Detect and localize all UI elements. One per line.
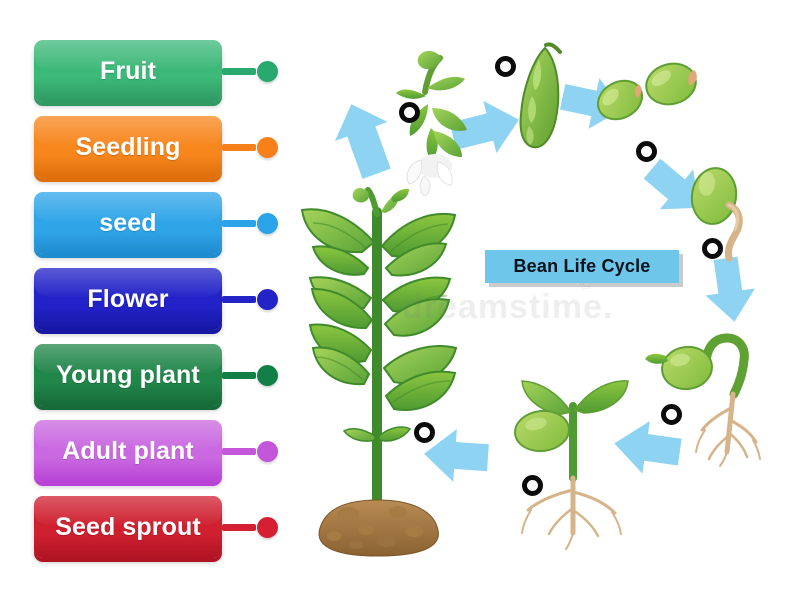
label-connector-young-plant[interactable]: [222, 365, 278, 386]
arrow-to-sprouted-seed: [705, 256, 756, 322]
drop-target-flower[interactable]: [399, 102, 420, 123]
connector-stem: [222, 372, 256, 379]
stage-adult-plant-art: [300, 187, 458, 557]
drop-target-adult-plant[interactable]: [414, 422, 435, 443]
label-connector-adult-plant[interactable]: [222, 441, 278, 462]
connector-stem: [222, 220, 256, 227]
stage-sprouted-seed-art: [645, 333, 761, 467]
arrow-to-adult-plant: [424, 428, 489, 482]
drop-target-seed[interactable]: [636, 141, 657, 162]
label-text-young-plant: Young plant: [56, 360, 200, 389]
draggable-label-adult-plant[interactable]: Adult plant: [34, 420, 222, 482]
connector-stem: [222, 296, 256, 303]
stage-flower-art: [396, 50, 467, 197]
connector-stem: [222, 448, 256, 455]
arrow-to-fruit: [449, 100, 519, 154]
draggable-label-fruit[interactable]: Fruit: [34, 40, 222, 102]
label-text-seed-sprout: Seed sprout: [55, 512, 201, 541]
label-connector-seedling[interactable]: [222, 137, 278, 158]
drop-target-young-plant[interactable]: [522, 475, 543, 496]
label-row-seed: seed: [34, 192, 278, 260]
connector-stem: [222, 144, 256, 151]
label-row-seedling: Seedling: [34, 116, 278, 184]
connector-stem: [222, 524, 256, 531]
label-connector-seed-sprout[interactable]: [222, 517, 278, 538]
connector-handle-fruit[interactable]: [257, 61, 278, 82]
arrow-to-seedling: [614, 421, 682, 474]
stage-fruit-art: [519, 42, 562, 149]
drop-target-seed-sprout[interactable]: [702, 238, 723, 259]
label-connector-fruit[interactable]: [222, 61, 278, 82]
label-row-seed-sprout: Seed sprout: [34, 496, 278, 564]
stage-seed-sprout-art: [690, 167, 743, 262]
cycle-arrows: [334, 77, 756, 482]
label-text-fruit: Fruit: [99, 56, 157, 85]
arrow-to-flower: [334, 104, 391, 179]
draggable-label-young-plant[interactable]: Young plant: [34, 344, 222, 406]
label-row-flower: Flower: [34, 268, 278, 336]
connector-handle-seed-sprout[interactable]: [257, 517, 278, 538]
connector-handle-young-plant[interactable]: [257, 365, 278, 386]
page-title-text: Bean Life Cycle: [513, 256, 651, 276]
connector-handle-seed[interactable]: [257, 213, 278, 234]
draggable-label-seedling[interactable]: Seedling: [34, 116, 222, 178]
connector-stem: [222, 68, 256, 75]
draggable-label-seed-sprout[interactable]: Seed sprout: [34, 496, 222, 558]
label-connector-flower[interactable]: [222, 289, 278, 310]
connector-handle-adult-plant[interactable]: [257, 441, 278, 462]
stage-seedling-art: [514, 380, 629, 550]
draggable-label-seed[interactable]: seed: [34, 192, 222, 254]
page-title: Bean Life Cycle: [485, 250, 679, 283]
label-row-young-plant: Young plant: [34, 344, 278, 412]
drop-target-fruit[interactable]: [495, 56, 516, 77]
label-connector-seed[interactable]: [222, 213, 278, 234]
label-row-fruit: Fruit: [34, 40, 278, 108]
label-text-seed: seed: [99, 208, 157, 237]
label-text-seedling: Seedling: [75, 132, 181, 161]
arrow-to-seed-sprout: [643, 158, 699, 210]
label-text-adult-plant: Adult plant: [62, 436, 194, 465]
label-text-flower: Flower: [87, 284, 169, 313]
stage-seed-art: [597, 62, 697, 121]
drop-target-seedling[interactable]: [661, 404, 682, 425]
connector-handle-seedling[interactable]: [257, 137, 278, 158]
draggable-label-flower[interactable]: Flower: [34, 268, 222, 330]
connector-handle-flower[interactable]: [257, 289, 278, 310]
label-row-adult-plant: Adult plant: [34, 420, 278, 488]
